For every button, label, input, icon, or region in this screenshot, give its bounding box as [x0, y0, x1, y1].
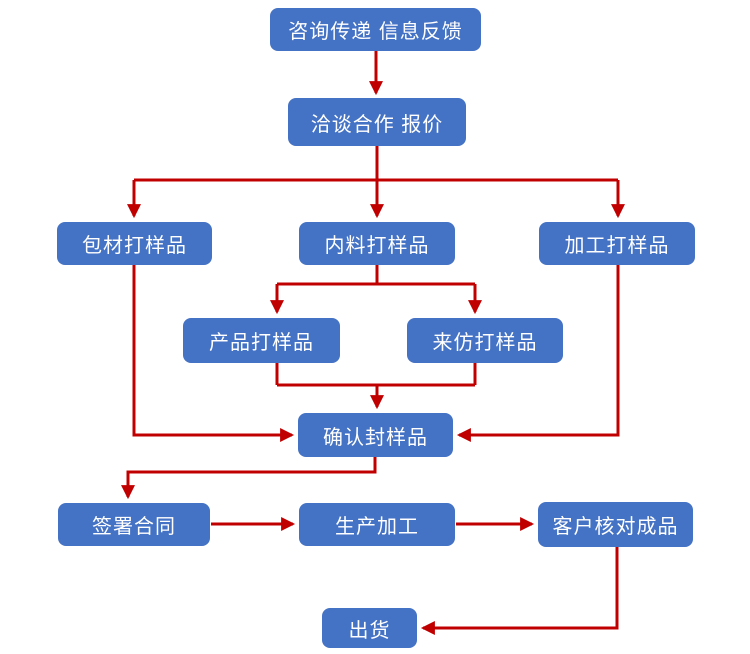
node-ship: 出货 [322, 608, 417, 648]
edge-process-confirm [456, 265, 620, 442]
node-consult-feedback: 咨询传递 信息反馈 [270, 8, 481, 51]
node-production: 生产加工 [299, 503, 455, 546]
node-packaging-sample: 包材打样品 [57, 222, 212, 265]
node-processing-sample: 加工打样品 [539, 222, 695, 265]
node-customer-check: 客户核对成品 [538, 502, 693, 547]
edge-confirm-contract [121, 457, 377, 500]
node-confirm-sample: 确认封样品 [298, 413, 453, 457]
node-product-sample: 产品打样品 [183, 318, 340, 363]
node-sign-contract: 签署合同 [58, 503, 210, 546]
node-inner-sample: 内料打样品 [299, 222, 455, 265]
node-negotiate-quote: 洽谈合作 报价 [288, 98, 466, 146]
node-imitation-sample: 来仿打样品 [407, 318, 563, 363]
edge-pack-confirm [132, 265, 295, 442]
edge-check-ship [420, 547, 619, 635]
